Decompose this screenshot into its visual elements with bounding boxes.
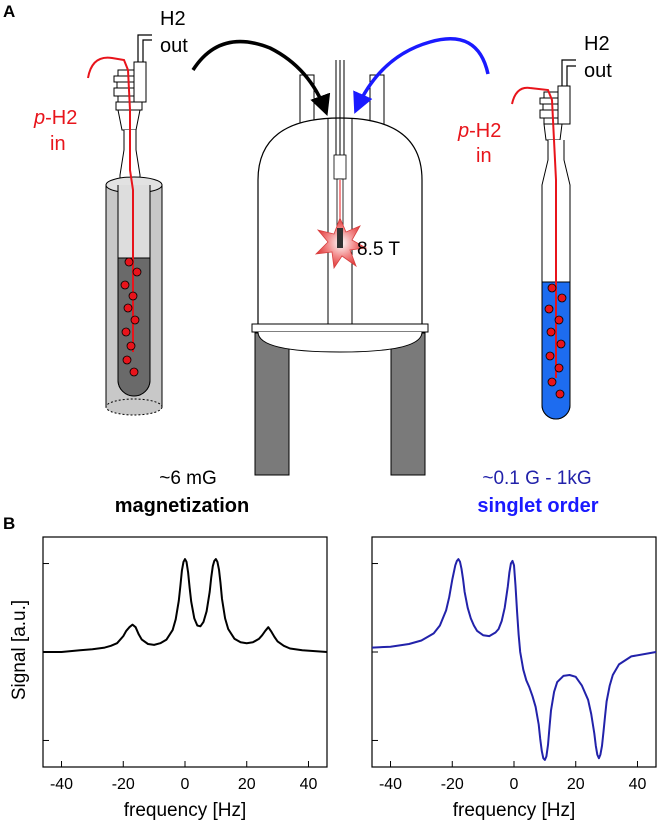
x-tick-label: 20 xyxy=(238,776,256,793)
right-ph2-in-word: in xyxy=(476,145,492,167)
magnet xyxy=(251,60,429,476)
left-field-caption: ~6 mG xyxy=(159,468,217,489)
magnetization-spectrum: -40 -20 0 20 40 frequency [Hz] xyxy=(42,536,328,821)
right-ph2-in-label: p-H2 xyxy=(457,120,501,142)
panel-b-label: B xyxy=(3,514,15,533)
x-tick-label: 40 xyxy=(300,776,318,793)
x-axis-label: frequency [Hz] xyxy=(453,800,576,821)
x-axis-label: frequency [Hz] xyxy=(124,800,247,821)
x-tick-label: -40 xyxy=(50,776,73,793)
x-tick-label: -40 xyxy=(379,776,402,793)
left-h2-out-word: out xyxy=(160,35,188,57)
spectrum-line xyxy=(371,558,657,761)
right-tube-assembly xyxy=(511,59,576,420)
x-tick-label: -20 xyxy=(112,776,135,793)
x-tick-label: 20 xyxy=(567,776,585,793)
field-strength-label: 8.5 T xyxy=(357,239,400,260)
panel-a-label: A xyxy=(3,2,15,21)
left-ph2-in-word: in xyxy=(50,133,66,155)
left-ph2-in-label: p-H2 xyxy=(33,107,77,129)
plot-frame xyxy=(42,536,328,768)
spectrum-line xyxy=(43,558,328,653)
right-h2-out-label: H2 xyxy=(584,33,610,55)
right-mode-caption: singlet order xyxy=(477,495,598,517)
black-transfer-arrow xyxy=(191,39,331,116)
x-tick-label: -20 xyxy=(441,776,464,793)
left-mode-caption: magnetization xyxy=(115,495,249,517)
x-tick-label: 0 xyxy=(510,776,519,793)
right-field-caption: ~0.1 G - 1kG xyxy=(482,468,591,489)
singlet-order-spectrum: -40 -20 0 20 40 frequency [Hz] xyxy=(371,536,657,821)
y-axis-label: Signal [a.u.] xyxy=(9,600,30,700)
x-tick-label: 40 xyxy=(629,776,647,793)
x-tick-label: 0 xyxy=(181,776,190,793)
left-h2-out-label: H2 xyxy=(160,8,186,30)
left-tube-assembly xyxy=(87,34,163,416)
right-h2-out-word: out xyxy=(584,60,612,82)
blue-transfer-arrow xyxy=(353,37,490,114)
